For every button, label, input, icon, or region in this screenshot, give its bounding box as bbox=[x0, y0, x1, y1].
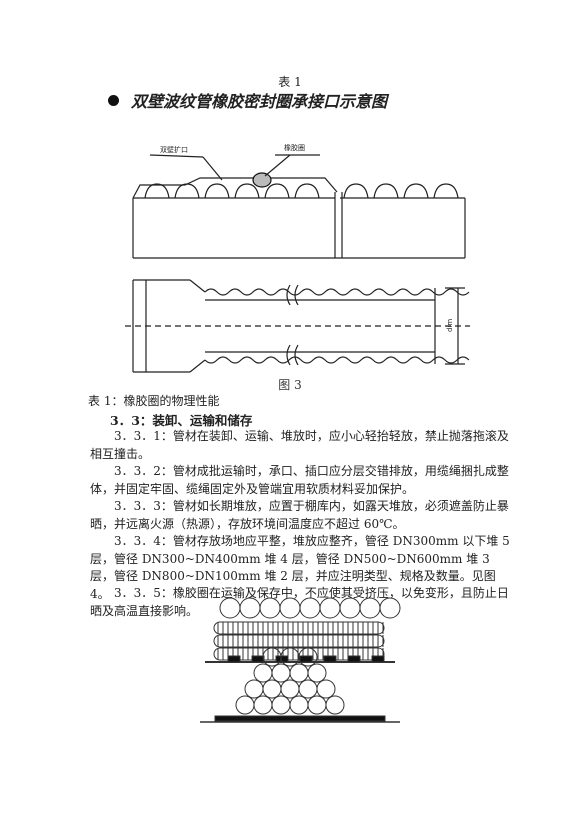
pipe-end bbox=[259, 597, 281, 619]
pipe-end bbox=[279, 597, 301, 619]
spacer-block bbox=[227, 655, 241, 663]
spacer-block bbox=[371, 655, 385, 663]
pipe-end bbox=[262, 679, 282, 699]
stack-bottom bbox=[200, 647, 400, 723]
table-caption: 表 1 bbox=[278, 75, 302, 89]
pipe-layer bbox=[213, 621, 385, 635]
paragraph-3-3-5: 3．3．5：橡胶圈在运输及保存中，不应使其受挤压，以免变形，且防止日晒及高温直接… bbox=[90, 586, 509, 618]
stack-top bbox=[205, 597, 401, 663]
pipe-end bbox=[289, 663, 309, 683]
paragraph-3-3-4: 3．3．4：管材存放场地应平整，堆放应整齐，管径 DN300mm 以下堆 5 层… bbox=[90, 534, 510, 601]
pipe-end bbox=[359, 597, 381, 619]
pipe-end bbox=[271, 695, 291, 715]
pipe-end bbox=[239, 597, 261, 619]
pipe-end bbox=[339, 597, 361, 619]
pipe-longitudinal-view bbox=[125, 279, 470, 373]
dim-label: dim bbox=[446, 319, 454, 332]
pipe-end bbox=[316, 679, 336, 699]
pipe-layer bbox=[213, 634, 385, 648]
spacer-block bbox=[347, 655, 361, 663]
spacer-block bbox=[299, 655, 313, 663]
paragraph-3-3-2: 3．3．2：管材成批运输时，承口、插口应分层交错排放，用缆绳捆扎成整体，并固定牢… bbox=[90, 464, 509, 496]
figure-caption: 图 3 bbox=[278, 378, 302, 392]
pipe-end bbox=[325, 695, 345, 715]
pipe-end bbox=[289, 695, 309, 715]
section-title: 双壁波纹管橡胶密封圈承接口示意图 bbox=[108, 88, 387, 112]
section-heading: 3．3：装卸、运输和储存 bbox=[110, 413, 253, 428]
spacer-block bbox=[251, 655, 265, 663]
joint-cross-section bbox=[132, 154, 466, 259]
pipe-end bbox=[235, 695, 255, 715]
pipe-end bbox=[271, 663, 291, 683]
socket-label: 双壁扩口 bbox=[160, 145, 188, 154]
pipe-end bbox=[253, 663, 273, 683]
paragraph-3-3-3: 3．3．3：管材如长期堆放，应置于棚库内，如露天堆放，必须遮盖防止暴晒，并远离火… bbox=[90, 499, 509, 531]
pipe-end bbox=[244, 679, 264, 699]
pipe-end bbox=[299, 597, 321, 619]
spacer-block bbox=[323, 655, 337, 663]
pipe-end bbox=[219, 597, 241, 619]
pipe-end bbox=[319, 597, 341, 619]
bullet-icon bbox=[108, 94, 119, 106]
pipe-end bbox=[253, 695, 273, 715]
pipe-end bbox=[280, 679, 300, 699]
base-plate bbox=[214, 715, 386, 722]
pipe-end bbox=[379, 597, 401, 619]
paragraph-3-3-1: 3．3．1：管材在装卸、运输、堆放时，应小心轻抬轻放，禁止抛落拖滚及相互撞击。 bbox=[90, 429, 509, 461]
joint-diagram: 双壁扩口 橡胶圈 dim bbox=[125, 143, 470, 373]
pipe-end bbox=[307, 695, 327, 715]
pipe-end bbox=[298, 647, 318, 667]
pipe-end bbox=[298, 679, 318, 699]
section-title-text: 双壁波纹管橡胶密封圈承接口示意图 bbox=[131, 92, 388, 111]
pipe-end bbox=[307, 663, 327, 683]
table1-note: 表 1：橡胶圈的物理性能 bbox=[88, 394, 220, 408]
rubber-ring-label: 橡胶圈 bbox=[284, 143, 305, 152]
